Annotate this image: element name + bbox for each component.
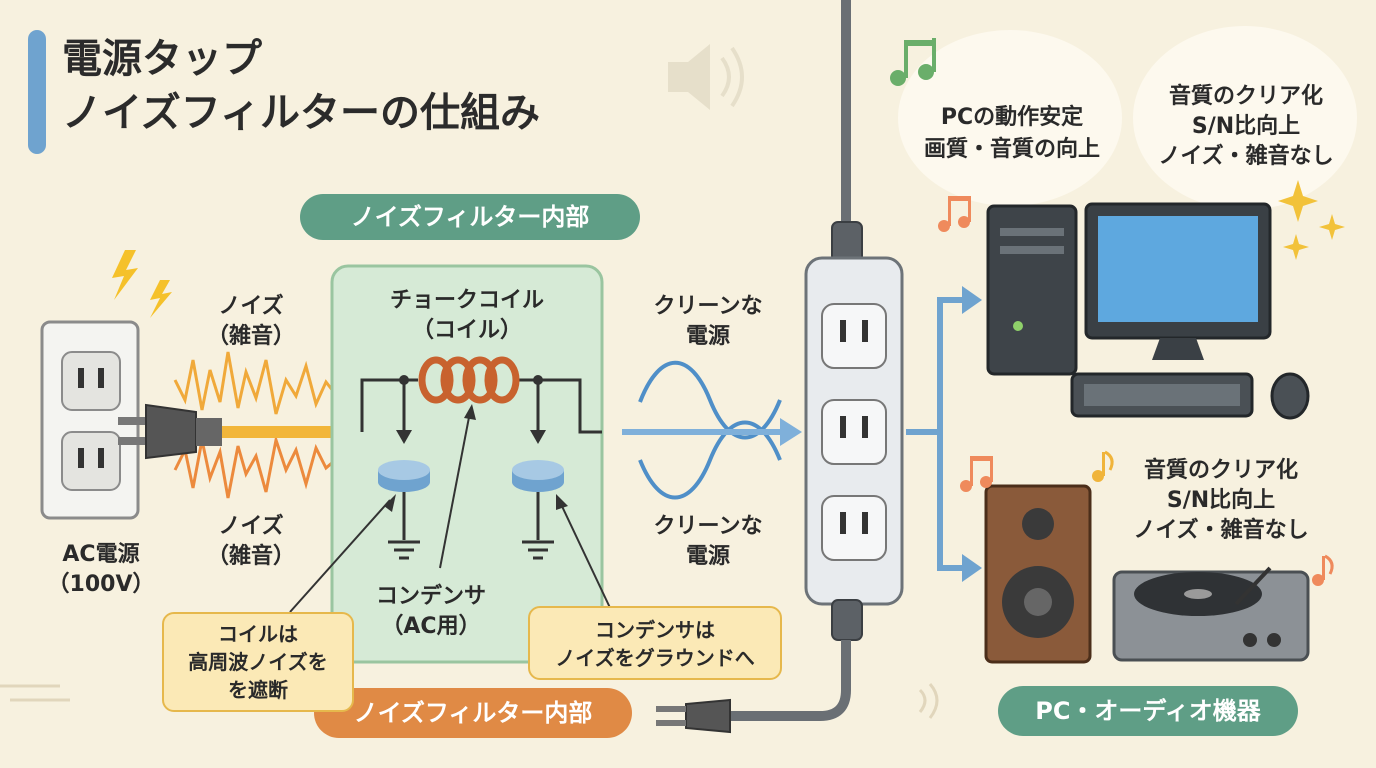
devices-label: PC・オーディオ機器	[998, 686, 1298, 736]
speaker-icon	[668, 44, 744, 110]
capacitor-icon	[378, 460, 430, 492]
title-line-1: 電源タップ	[62, 36, 262, 82]
pc-benefit-line2: 画質・音質の向上	[923, 137, 1100, 162]
coil-note-line2: 高周波ノイズを	[188, 650, 328, 674]
wall-outlet-icon	[40, 320, 140, 520]
music-note-icon	[938, 196, 971, 232]
audio-benefit-text-top: 音質のクリア化 S/N比向上 ノイズ・雑音なし	[1140, 82, 1352, 172]
coil-note-line1: コイルは	[218, 622, 298, 646]
audio-benefit-bottom-line2: S/N比向上	[1166, 488, 1276, 513]
pc-benefit-text: PCの動作安定 画質・音質の向上	[914, 102, 1110, 166]
clean-bottom-line2: 電源	[685, 544, 730, 569]
title-line-2: ノイズフィルターの仕組み	[62, 90, 540, 136]
coil-note: コイルは 高周波ノイズを を遮断	[162, 612, 354, 712]
sparkle-icon	[1278, 180, 1345, 260]
audio-benefit-top-line2: S/N比向上	[1191, 114, 1301, 139]
noise-label-top-line1: ノイズ	[218, 294, 284, 319]
mouse-icon	[1270, 372, 1310, 420]
choke-coil-icon	[418, 356, 520, 404]
title-accent-bar	[28, 30, 46, 154]
audio-benefit-text-bottom: 音質のクリア化 S/N比向上 ノイズ・雑音なし	[1114, 456, 1328, 546]
noise-label-top: ノイズ （雑音）	[196, 292, 306, 352]
capacitor-icon	[512, 460, 564, 492]
speaker-box-icon	[984, 484, 1092, 664]
noise-label-bottom-line1: ノイズ	[218, 514, 284, 539]
audio-benefit-top-line3: ノイズ・雑音なし	[1158, 144, 1334, 169]
output-arrows	[906, 297, 964, 571]
noise-waveform	[173, 351, 342, 499]
noise-label-top-line2: （雑音）	[206, 324, 295, 349]
audio-benefit-bottom-line1: 音質のクリア化	[1143, 458, 1298, 483]
tap-plug-icon	[656, 698, 731, 734]
music-note-icon	[1312, 554, 1334, 586]
clean-top-line1: クリーンな	[653, 294, 763, 319]
clean-bottom-line1: クリーンな	[653, 514, 763, 539]
noise-label-bottom: ノイズ （雑音）	[196, 512, 306, 572]
tap-socket	[821, 303, 887, 369]
audio-benefit-top-line1: 音質のクリア化	[1168, 84, 1323, 109]
page-title: 電源タップ ノイズフィルターの仕組み	[62, 32, 540, 140]
pc-benefit-line1: PCの動作安定	[940, 105, 1084, 130]
audio-benefit-bubble	[1133, 26, 1357, 210]
filter-footer-label: ノイズフィルター内部	[314, 688, 632, 738]
tap-socket	[821, 495, 887, 561]
turntable-icon	[1112, 566, 1310, 662]
capacitor-note: コンデンサは ノイズをグラウンドへ	[528, 606, 782, 680]
ac-source-line2: （100V）	[47, 572, 155, 597]
tap-socket	[821, 399, 887, 465]
monitor-icon	[1084, 202, 1272, 360]
choke-coil-label: チョークコイル （コイル）	[352, 286, 582, 346]
capacitor-label: コンデンサ （AC用）	[346, 582, 516, 642]
callout-lines	[289, 411, 613, 613]
lightning-icon	[112, 250, 172, 318]
ac-source-label: AC電源 （100V）	[36, 540, 166, 600]
coil-note-line3: を遮断	[228, 678, 288, 702]
audio-benefit-bottom-line3: ノイズ・雑音なし	[1133, 518, 1309, 543]
clean-power-label-bottom: クリーンな 電源	[628, 512, 788, 572]
music-note-icon	[960, 456, 993, 492]
keyboard-icon	[1070, 372, 1254, 418]
filter-internal-box	[330, 264, 604, 664]
noise-label-bottom-line2: （雑音）	[206, 544, 295, 569]
clean-power-label-top: クリーンな 電源	[628, 292, 788, 352]
capacitor-line2: （AC用）	[381, 614, 481, 639]
capacitor-note-line1: コンデンサは	[595, 618, 715, 642]
pc-tower-icon	[986, 204, 1078, 376]
clean-top-line2: 電源	[685, 324, 730, 349]
capacitor-line1: コンデンサ	[375, 584, 486, 609]
filter-header-label: ノイズフィルター内部	[300, 194, 640, 240]
music-note-icon	[890, 38, 936, 86]
ac-source-line1: AC電源	[62, 542, 140, 567]
ac-plug-icon	[118, 403, 222, 460]
pc-benefit-bubble	[898, 30, 1122, 206]
choke-coil-line2: （コイル）	[411, 318, 522, 343]
choke-coil-line1: チョークコイル	[389, 288, 544, 313]
capacitor-note-line2: ノイズをグラウンドへ	[555, 646, 755, 670]
music-note-icon	[1092, 450, 1114, 482]
decoration-lines	[0, 683, 939, 719]
